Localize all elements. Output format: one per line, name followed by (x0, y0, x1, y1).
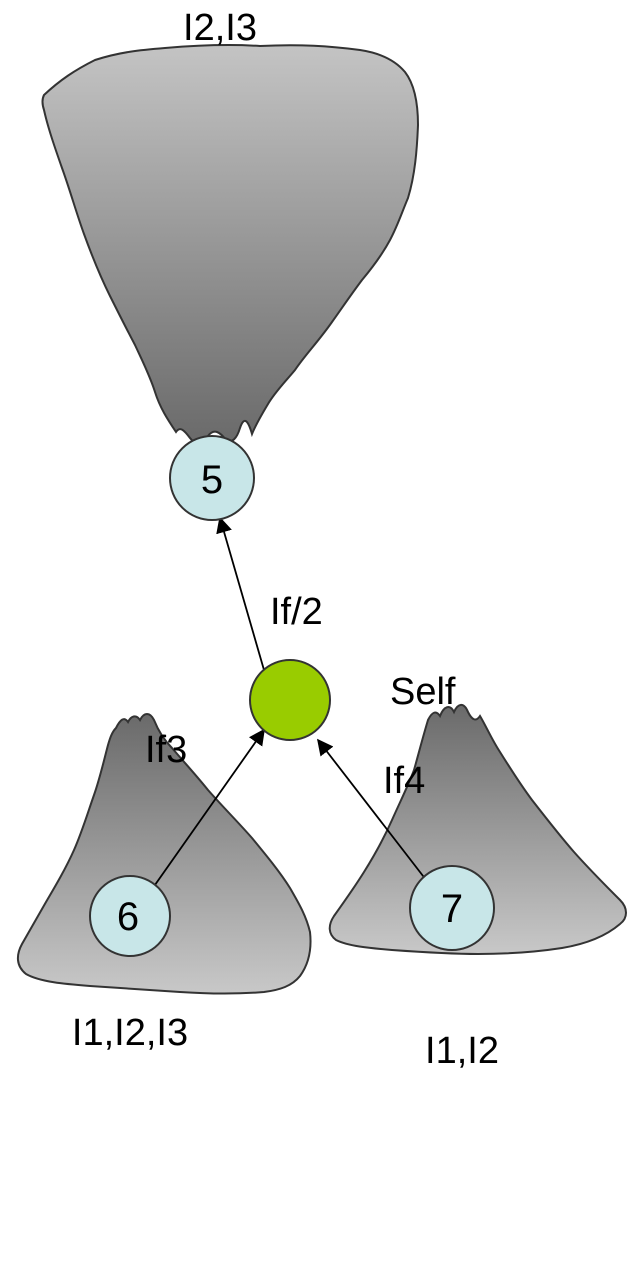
self-circle (249, 659, 331, 741)
node-6-circle (89, 875, 171, 957)
node-7: 7 (409, 865, 495, 951)
arrow-self-to-5 (216, 516, 265, 671)
node-7-label: 7 (441, 887, 463, 931)
arrow-7-to-self (317, 738, 431, 886)
left-subtree-label: I1,I2,I3 (72, 1012, 188, 1054)
if-left-label: If3 (145, 729, 187, 771)
arrow-6-to-self (149, 728, 265, 893)
node-5-circle (169, 435, 255, 521)
if-right-label: If4 (383, 760, 425, 802)
self-node (249, 659, 331, 741)
node-7-circle (409, 865, 495, 951)
node-5: 5 (169, 435, 255, 521)
right-subtree (328, 703, 627, 956)
if-up-label: If/2 (270, 591, 323, 633)
top-subtree-label: I2,I3 (183, 7, 257, 49)
self-label: Self (390, 671, 456, 713)
node-6: 6 (89, 875, 171, 957)
node-5-label: 5 (201, 458, 223, 502)
right-subtree-label: I1,I2 (425, 1030, 499, 1072)
node-6-label: 6 (117, 895, 139, 939)
top-subtree (41, 43, 420, 444)
